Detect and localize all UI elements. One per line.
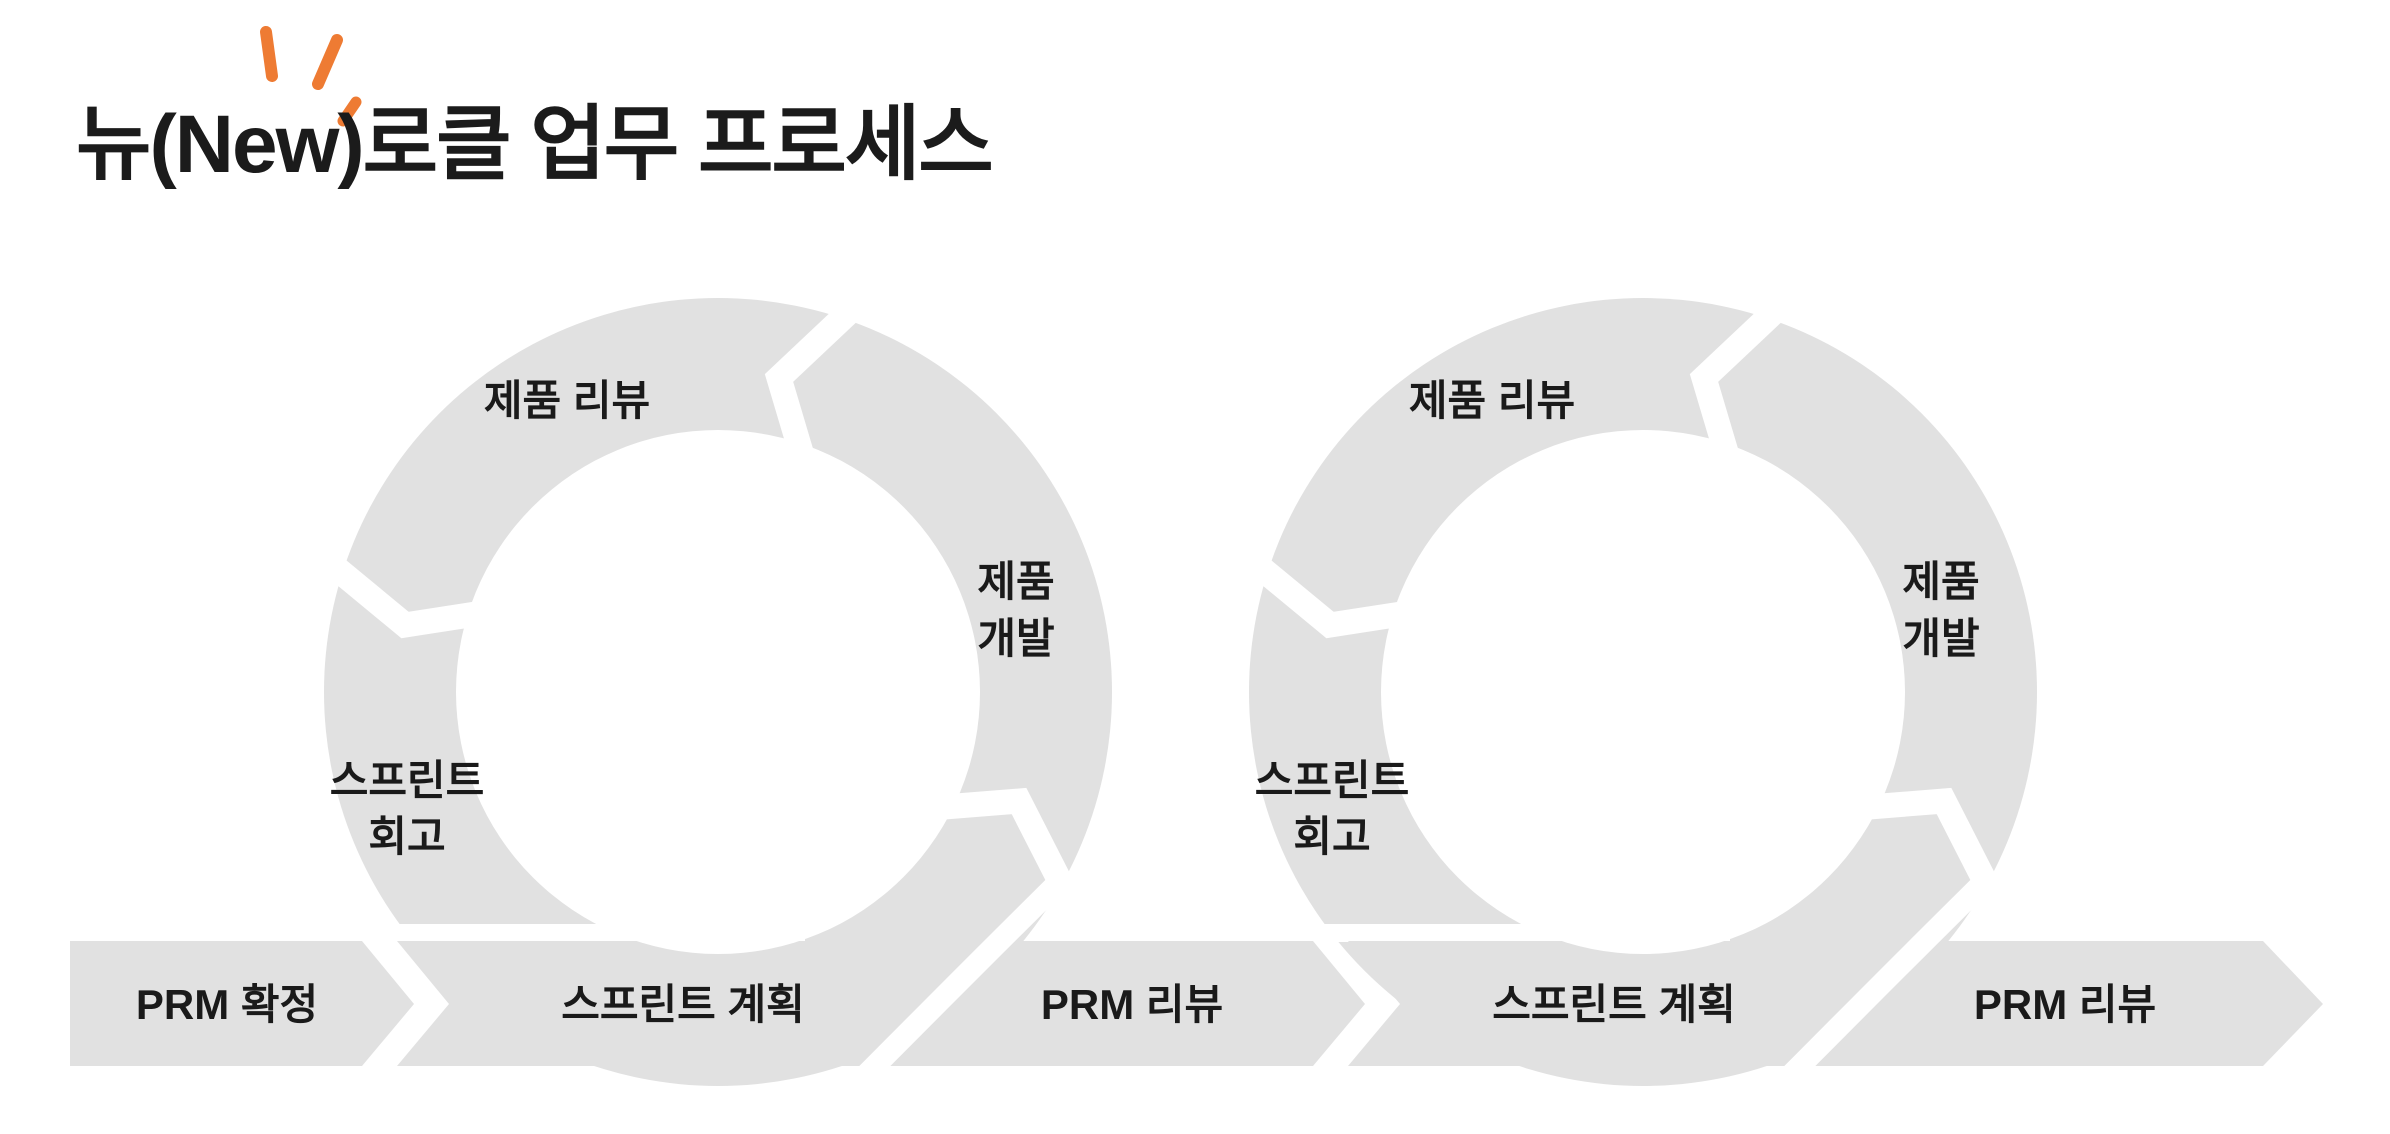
arrow-break-icon [1253, 558, 1403, 639]
loop-1-labels: 제품 리뷰 제품 개발 스프린트 회고 [330, 377, 1055, 860]
band-label-sprint-plan-2: 스프린트 계획 [1492, 981, 1736, 1028]
loop-inner-disk [1381, 430, 1905, 954]
sparkle-icon [260, 26, 362, 127]
sparkle-ray-3 [337, 96, 362, 127]
band-segment-sprint-plan-1 [397, 941, 1010, 1066]
page-title: 뉴(New)로클 업무 프로세스 [76, 99, 994, 190]
label-product-dev-line2: 개발 [977, 615, 1054, 662]
arrow-break-icon [328, 558, 478, 639]
label-product-review: 제품 리뷰 [484, 377, 650, 424]
label-product-dev-line1: 제품 [977, 558, 1054, 605]
loop-tail-separator [848, 874, 1067, 1093]
band-label-prm-confirm: PRM 확정 [136, 981, 318, 1028]
loop-tail-separator [1773, 874, 1992, 1093]
loop-2-labels: 제품 리뷰 제품 개발 스프린트 회고 [1255, 377, 1980, 860]
band-segment-prm-confirm [70, 941, 414, 1066]
label-sprint-retro-line1: 스프린트 [330, 757, 485, 804]
sparkle-ray-1 [260, 26, 278, 82]
label-product-dev-line1: 제품 [1902, 558, 1979, 605]
label-product-dev-line2: 개발 [1902, 615, 1979, 662]
band-label-sprint-plan-1: 스프린트 계획 [561, 981, 805, 1028]
band-label-prm-review-2: PRM 리뷰 [1974, 981, 2156, 1028]
label-sprint-retro-line2: 회고 [1293, 813, 1370, 860]
label-product-review: 제품 리뷰 [1409, 377, 1575, 424]
sparkle-ray-2 [312, 34, 343, 90]
arrow-break-icon [1689, 302, 1783, 456]
label-sprint-retro-line2: 회고 [368, 813, 445, 860]
process-band [70, 941, 2323, 1066]
arrow-break-icon [943, 787, 1078, 899]
loop-inner-disk [456, 430, 980, 954]
band-labels: PRM 확정 스프린트 계획 PRM 리뷰 스프린트 계획 PRM 리뷰 [136, 981, 2156, 1028]
arrow-break-icon [1868, 787, 2003, 899]
band-segment-prm-review-1 [1003, 941, 1365, 1066]
label-sprint-retro-line1: 스프린트 [1255, 757, 1410, 804]
band-label-prm-review-1: PRM 리뷰 [1041, 981, 1223, 1028]
arrow-break-icon [764, 302, 858, 456]
band-segment-prm-review-2 [1928, 941, 2323, 1066]
band-segment-sprint-plan-2 [1348, 941, 1935, 1066]
